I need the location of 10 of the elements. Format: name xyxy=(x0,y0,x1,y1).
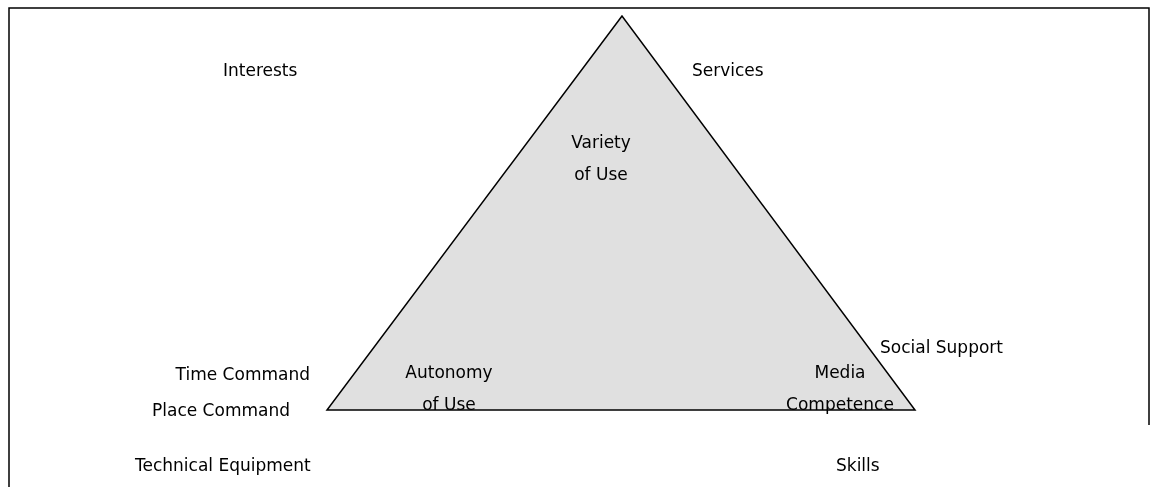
factor-label: Skills xyxy=(836,455,880,475)
factor-label: Technical Equipment xyxy=(135,455,311,475)
factor-label: Social Support xyxy=(880,337,1003,357)
node-label: Autonomy of Use xyxy=(404,361,494,416)
node-label: Variety of Use xyxy=(570,131,632,186)
factor-label: Interests xyxy=(223,60,298,80)
factor-label: Services xyxy=(692,60,764,80)
node-label: Media Competence xyxy=(785,361,895,416)
factor-label: Time Command xyxy=(175,364,310,384)
factor-label: Place Command xyxy=(152,400,290,420)
